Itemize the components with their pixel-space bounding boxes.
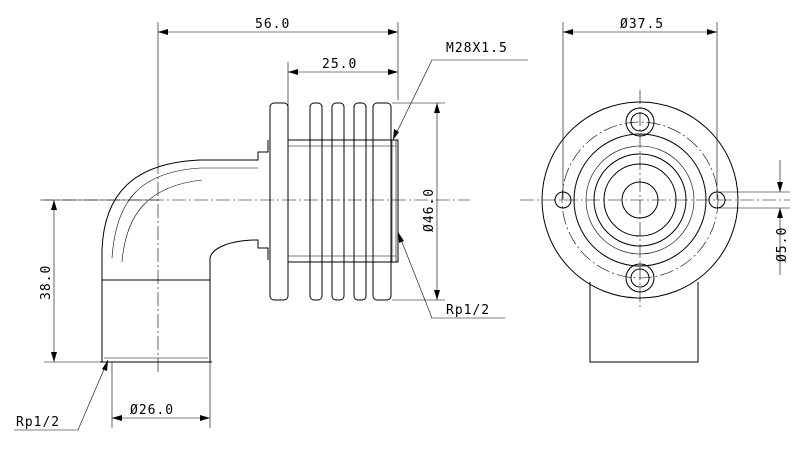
front-body-below [589,282,699,363]
elbow-outer-contour [101,140,269,280]
fin-3 [331,102,345,301]
dimension-46: Ø46.0 [392,102,445,301]
bottom-socket [101,279,211,363]
elbow-inner-contour [209,239,269,280]
thread-hatch [391,140,397,262]
thread-spec-label: M28X1.5 [446,41,508,56]
thread-spec-callout: M28X1.5 [392,41,528,141]
body-diameter-label: Ø26.0 [130,403,174,418]
side-view [40,102,470,372]
front-view [520,90,790,363]
dimension-56: 56.0 [157,17,399,160]
fin-diameter-label: Ø46.0 [422,188,437,232]
inner-thread-left-label: Rp1/2 [16,415,60,430]
fin-2 [309,102,323,301]
fin-5 [372,102,392,301]
dimension-38: 38.0 [39,199,158,363]
fin-1 [269,102,289,301]
dimension-37-5: Ø37.5 [562,17,718,200]
cooling-fins [269,102,392,301]
dimension-5: Ø5.0 [717,160,790,275]
inner-thread-left-callout: Rp1/2 [14,359,109,431]
dimension-25: 25.0 [287,57,398,140]
fin-core [288,139,399,263]
flange-diameter-label: Ø37.5 [620,17,664,32]
inner-thread-right-callout: Rp1/2 [397,231,505,319]
fin-4 [353,102,367,301]
elbow-bore [121,179,203,263]
elbow-inner-arc [111,167,258,259]
hole-diameter-label: Ø5.0 [775,227,790,262]
height-label: 38.0 [39,265,54,300]
dimension-26: Ø26.0 [111,362,211,428]
thread-length-label: 25.0 [322,57,357,72]
total-length-label: 56.0 [255,17,290,32]
inner-thread-right-label: Rp1/2 [446,303,490,318]
